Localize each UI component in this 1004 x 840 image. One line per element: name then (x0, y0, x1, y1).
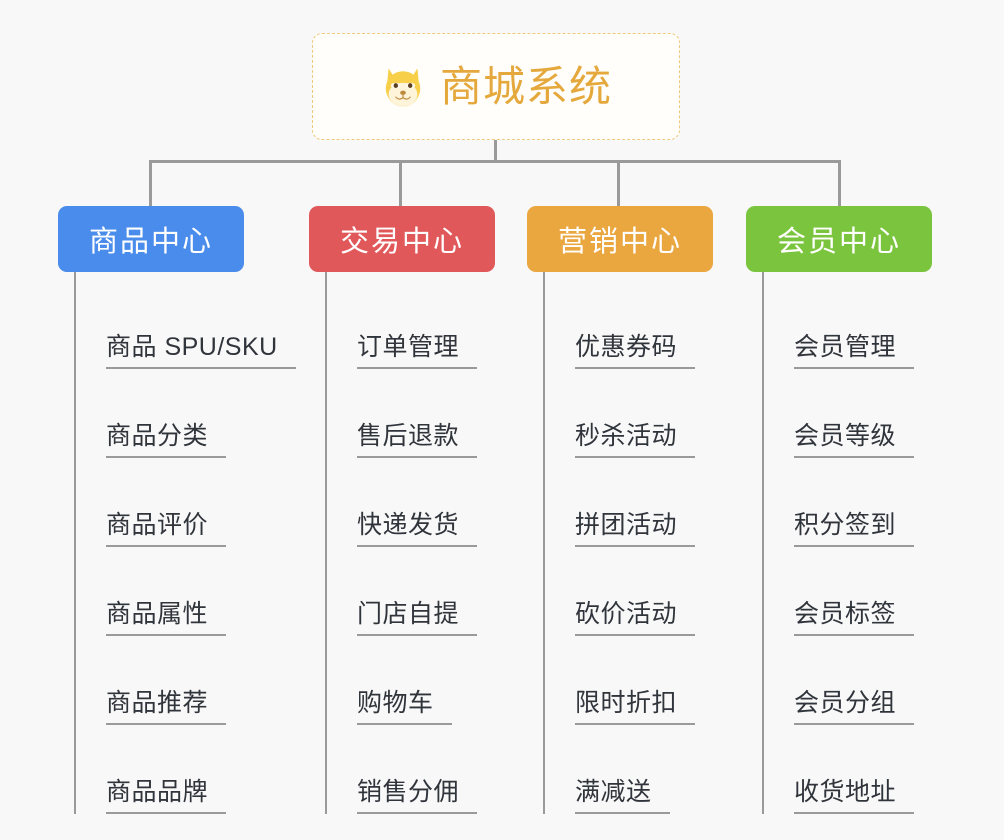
leaf-label: 销售分佣 (357, 778, 478, 814)
branch-1: 商品 SPU/SKU 商品分类 商品评价 商品属性 商品推荐 商品品牌 (74, 272, 296, 814)
leaf-label: 收货地址 (794, 778, 915, 814)
connector-drop-4 (838, 160, 841, 206)
column-商品中心: 商品中心 商品 SPU/SKU 商品分类 商品评价 商品属性 商品推荐 商品品牌 (58, 206, 296, 814)
leaf-label: 购物车 (357, 689, 452, 725)
dog-face-icon (385, 67, 421, 107)
leaf-label: 商品分类 (106, 422, 227, 458)
list-item[interactable]: 会员等级 (764, 369, 932, 458)
leaf-label: 限时折扣 (575, 689, 696, 725)
list-item[interactable]: 商品评价 (76, 458, 244, 547)
root-title: 商城系统 (439, 62, 612, 110)
leaf-label: 售后退款 (357, 422, 478, 458)
leaf-label: 快递发货 (357, 511, 478, 547)
leaf-label: 满减送 (575, 778, 670, 814)
leaf-label: 积分签到 (794, 511, 915, 547)
list-item[interactable]: 商品属性 (76, 547, 244, 636)
branch-4: 会员管理 会员等级 积分签到 会员标签 会员分组 收货地址 (762, 272, 932, 814)
list-item[interactable]: 会员分组 (764, 636, 932, 725)
list-item[interactable]: 商品品牌 (76, 725, 244, 814)
connector-drop-1 (149, 160, 152, 206)
leaf-label: 会员等级 (794, 422, 915, 458)
list-item[interactable]: 秒杀活动 (545, 369, 713, 458)
list-item[interactable]: 满减送 (545, 725, 713, 814)
leaf-label: 优惠券码 (575, 333, 696, 369)
list-item[interactable]: 快递发货 (327, 458, 495, 547)
column-header-4[interactable]: 会员中心 (746, 206, 932, 272)
list-item[interactable]: 限时折扣 (545, 636, 713, 725)
root-node[interactable]: 商城系统 (312, 33, 680, 140)
column-会员中心: 会员中心 会员管理 会员等级 积分签到 会员标签 会员分组 收货地址 (746, 206, 932, 814)
list-item[interactable]: 拼团活动 (545, 458, 713, 547)
leaf-label: 商品品牌 (106, 778, 227, 814)
leaf-label: 会员管理 (794, 333, 915, 369)
list-item[interactable]: 积分签到 (764, 458, 932, 547)
list-item[interactable]: 商品推荐 (76, 636, 244, 725)
list-item[interactable]: 门店自提 (327, 547, 495, 636)
leaf-label: 秒杀活动 (575, 422, 696, 458)
list-item[interactable]: 订单管理 (327, 280, 495, 369)
leaf-label: 商品推荐 (106, 689, 227, 725)
leaf-label: 商品属性 (106, 600, 227, 636)
branch-3: 优惠券码 秒杀活动 拼团活动 砍价活动 限时折扣 满减送 (543, 272, 713, 814)
list-item[interactable]: 会员标签 (764, 547, 932, 636)
list-item[interactable]: 售后退款 (327, 369, 495, 458)
list-item[interactable]: 砍价活动 (545, 547, 713, 636)
list-item[interactable]: 收货地址 (764, 725, 932, 814)
list-item[interactable]: 销售分佣 (327, 725, 495, 814)
column-营销中心: 营销中心 优惠券码 秒杀活动 拼团活动 砍价活动 限时折扣 满减送 (527, 206, 713, 814)
connector-root-stem (494, 140, 497, 163)
column-header-2[interactable]: 交易中心 (309, 206, 495, 272)
column-header-1[interactable]: 商品中心 (58, 206, 244, 272)
connector-drop-3 (617, 160, 620, 206)
leaf-label: 商品 SPU/SKU (106, 333, 296, 369)
leaf-label: 拼团活动 (575, 511, 696, 547)
leaf-label: 订单管理 (357, 333, 478, 369)
column-header-3[interactable]: 营销中心 (527, 206, 713, 272)
list-item[interactable]: 会员管理 (764, 280, 932, 369)
list-item[interactable]: 优惠券码 (545, 280, 713, 369)
branch-2: 订单管理 售后退款 快递发货 门店自提 购物车 销售分佣 (325, 272, 495, 814)
leaf-label: 砍价活动 (575, 600, 696, 636)
column-交易中心: 交易中心 订单管理 售后退款 快递发货 门店自提 购物车 销售分佣 (309, 206, 495, 814)
connector-drop-2 (399, 160, 402, 206)
leaf-label: 会员分组 (794, 689, 915, 725)
list-item[interactable]: 商品分类 (76, 369, 244, 458)
leaf-label: 门店自提 (357, 600, 478, 636)
connector-bus (149, 160, 841, 163)
list-item[interactable]: 购物车 (327, 636, 495, 725)
leaf-label: 商品评价 (106, 511, 227, 547)
leaf-label: 会员标签 (794, 600, 915, 636)
list-item[interactable]: 商品 SPU/SKU (76, 280, 296, 369)
